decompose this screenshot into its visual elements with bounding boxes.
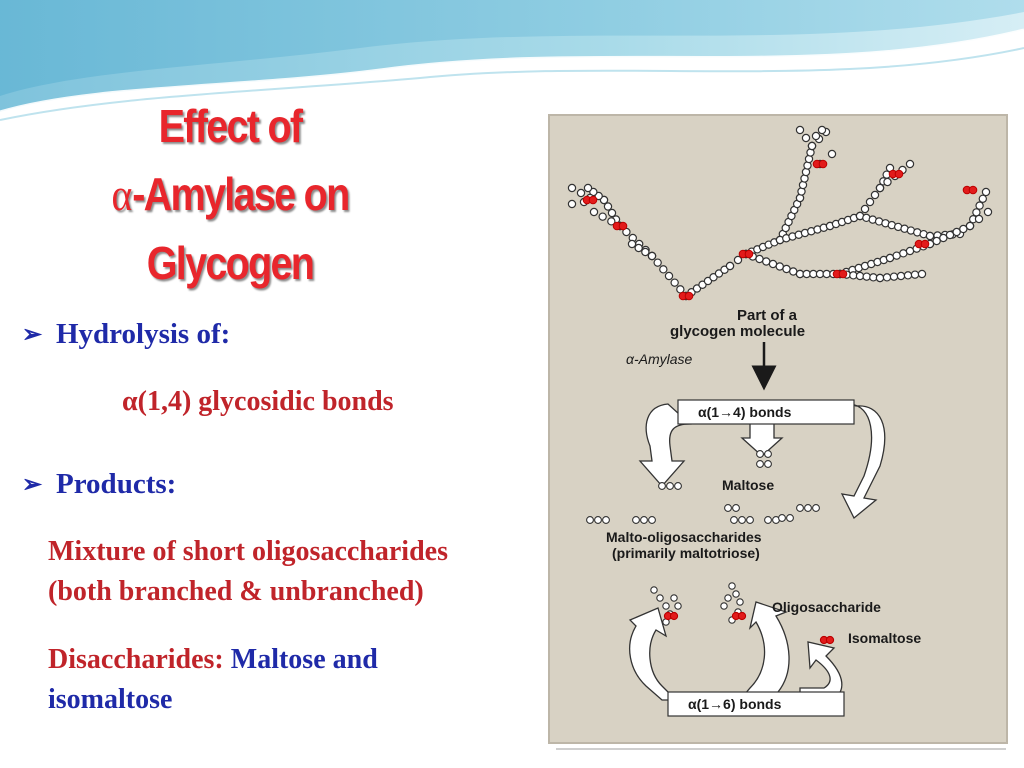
disaccharides-line-1: Disaccharides: Maltose and xyxy=(48,640,378,680)
arrow-bullet-icon: ➢ xyxy=(22,322,43,348)
curved-arrow-right-icon xyxy=(840,403,886,520)
bonds16-label: α(1→6) bonds xyxy=(688,696,782,712)
bullet-products-text: Products: xyxy=(56,468,177,500)
disaccharides-text: Disaccharides: Maltose and isomaltose xyxy=(48,640,378,720)
part-label-2: glycogen molecule xyxy=(670,323,805,340)
glycogen-figure: Part of a glycogen molecule α-Amylase α(… xyxy=(548,114,1008,744)
disaccharides-line-2: isomaltose xyxy=(48,684,173,715)
title-line-2-text: -Amylase on xyxy=(132,168,350,220)
title-line-1: Effect of xyxy=(158,100,303,152)
malto-label-2: (primarily maltotriose) xyxy=(612,545,760,561)
bullet-hydrolysis: ➢ Hydrolysis of: xyxy=(22,318,230,351)
bonds14-label: α(1→4) bonds xyxy=(698,404,792,420)
disaccharides-value: Maltose and xyxy=(230,644,378,675)
glycogen-diagram: Part of a glycogen molecule α-Amylase α(… xyxy=(567,125,993,717)
arrow-bullet-icon: ➢ xyxy=(22,472,43,498)
malto-label-1: Malto-oligosaccharides xyxy=(606,529,762,545)
header-wave-decoration xyxy=(0,0,1024,121)
isomaltose-label: Isomaltose xyxy=(848,630,921,646)
slide-title: Effect of α-Amylase on Glycogen xyxy=(67,92,394,297)
disaccharides-label: Disaccharides: xyxy=(48,644,224,675)
down-arrow-center-icon xyxy=(740,421,784,457)
bullet-hydrolysis-text: Hydrolysis of: xyxy=(56,318,231,350)
curved-arrow-up-center-icon xyxy=(738,601,790,701)
maltose-label: Maltose xyxy=(722,477,774,493)
branch-points xyxy=(582,159,978,301)
mixture-line-1: Mixture of short oligosaccharides xyxy=(48,536,448,567)
bonds16-box xyxy=(667,691,845,717)
part-label-1: Part of a xyxy=(737,307,798,324)
title-line-3: Glycogen xyxy=(146,237,315,289)
title-line-2: α-Amylase on xyxy=(67,160,394,229)
bond-text: α(1,4) glycosidic bonds xyxy=(122,386,394,417)
oligosaccharide-label: Oligosaccharide xyxy=(772,599,881,615)
curved-arrow-up-right-icon xyxy=(799,641,843,701)
mixture-line-2: (both branched & unbranched) xyxy=(48,576,424,607)
bottom-divider xyxy=(556,748,1006,750)
curved-arrow-up-left-icon xyxy=(628,607,678,701)
mixture-text: Mixture of short oligosaccharides (both … xyxy=(48,532,448,612)
product-molecules xyxy=(586,450,835,645)
bullet-products: ➢ Products: xyxy=(22,468,176,501)
glycogen-molecule-icon xyxy=(567,125,993,301)
enzyme-label: α-Amylase xyxy=(626,351,693,367)
title-alpha: α xyxy=(111,169,133,220)
bonds14-box xyxy=(677,399,855,425)
